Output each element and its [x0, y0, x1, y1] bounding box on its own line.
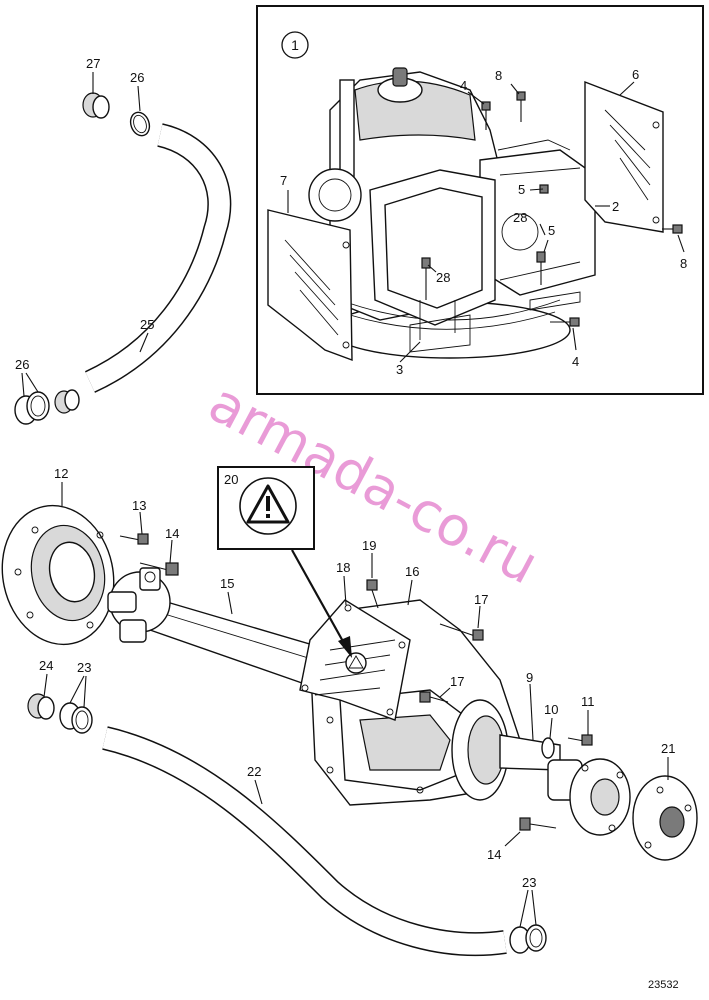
label-2: 2 — [612, 199, 619, 214]
flange-21 — [632, 775, 698, 861]
clamp-26-bottom — [14, 389, 80, 425]
hose-fitting-24 — [27, 693, 55, 720]
label-18: 18 — [336, 560, 350, 575]
hose-22 — [102, 726, 507, 956]
label-14-bottom: 14 — [487, 847, 501, 862]
label-23-left: 23 — [77, 660, 91, 675]
label-13: 13 — [132, 498, 146, 513]
bolt-17-top — [439, 623, 484, 641]
clamp-23-left — [59, 702, 93, 734]
warning-label-box: 20 — [217, 466, 315, 550]
cover-7 — [267, 209, 353, 362]
universal-joint-left — [107, 567, 171, 643]
label-9: 9 — [526, 670, 533, 685]
inset-leaders — [287, 81, 685, 363]
label-28-top: 28 — [513, 210, 527, 225]
leader-26-bottom-a — [21, 372, 25, 397]
label-4-top: 4 — [460, 78, 467, 93]
seal-10 — [541, 737, 555, 759]
leader-25 — [139, 332, 149, 353]
bolt-13 — [119, 533, 149, 545]
label-26-top: 26 — [130, 70, 144, 85]
warning-arrow — [291, 549, 352, 658]
label-24: 24 — [39, 658, 53, 673]
label-21: 21 — [661, 741, 675, 756]
universal-joint-right — [547, 758, 631, 836]
label-19: 19 — [362, 538, 376, 553]
bolt-14-bottom — [519, 817, 557, 831]
plate-18 — [299, 599, 411, 721]
label-26-bottom: 26 — [15, 357, 29, 372]
label-25: 25 — [140, 317, 154, 332]
bolt-11 — [567, 734, 593, 746]
bolt-19 — [366, 579, 379, 609]
label-5-mid: 5 — [548, 223, 555, 238]
label-3: 3 — [396, 362, 403, 377]
label-22: 22 — [247, 764, 261, 779]
label-17-mid: 17 — [450, 674, 464, 689]
label-12: 12 — [54, 466, 68, 481]
label-7: 7 — [280, 173, 287, 188]
inset-number-circle — [281, 31, 309, 59]
label-17-top: 17 — [474, 592, 488, 607]
bolt-17-mid — [419, 691, 449, 703]
label-28-mid: 28 — [436, 270, 450, 285]
label-4-bottom: 4 — [572, 354, 579, 369]
label-20: 20 — [224, 472, 238, 487]
hose-fitting-27 — [82, 92, 110, 119]
hose-25 — [84, 123, 232, 393]
label-8-right: 8 — [680, 256, 687, 271]
label-27: 27 — [86, 56, 100, 71]
flange-12 — [1, 504, 115, 646]
clamp-23-right — [509, 924, 547, 954]
leader-26-bottom-b — [25, 372, 39, 393]
label-14-top: 14 — [165, 526, 179, 541]
label-23-right: 23 — [522, 875, 536, 890]
lower-leaders — [43, 482, 669, 928]
label-16: 16 — [405, 564, 419, 579]
cover-6 — [584, 80, 664, 233]
warning-triangle-icon — [246, 484, 290, 524]
label-6: 6 — [632, 67, 639, 82]
bolt-14-top — [139, 562, 179, 576]
bracket-3 — [369, 169, 496, 353]
label-15: 15 — [220, 576, 234, 591]
label-11: 11 — [581, 694, 595, 709]
label-5-top: 5 — [518, 182, 525, 197]
clamp-26-top — [129, 111, 151, 137]
label-8-top: 8 — [495, 68, 502, 83]
figure-id: 23532 — [648, 979, 679, 991]
label-10: 10 — [544, 702, 558, 717]
inset-number: 1 — [291, 37, 299, 53]
leader-26-top — [137, 85, 141, 112]
